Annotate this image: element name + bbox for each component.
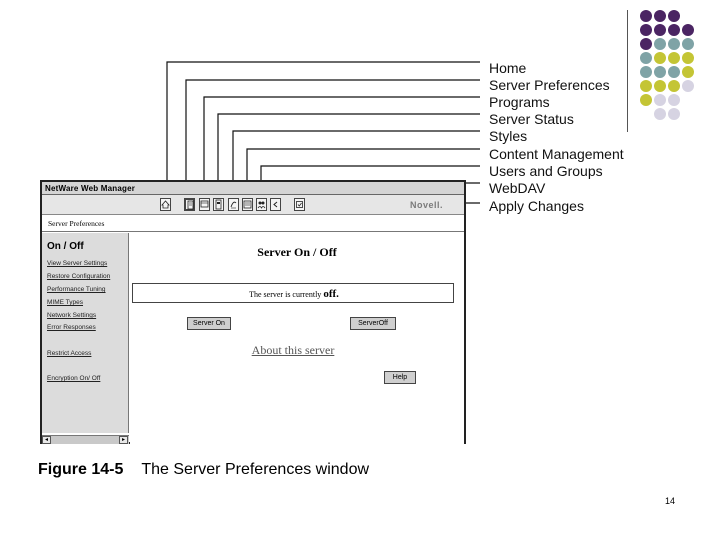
- styles-button[interactable]: [228, 198, 239, 211]
- decorative-dot: [668, 108, 680, 120]
- decorative-dot: [640, 66, 652, 78]
- callout-users-and-groups: Users and Groups: [489, 163, 603, 179]
- sidebar-link-encryption-on-off[interactable]: Encryption On/ Off: [47, 375, 101, 382]
- decorative-dot: [668, 80, 680, 92]
- webdav-icon: [273, 201, 278, 208]
- sidebar-link-view-server-settings[interactable]: View Server Settings: [47, 260, 108, 267]
- content-management-button[interactable]: [242, 198, 253, 211]
- page-label: Server Preferences: [48, 219, 105, 228]
- scroll-right-arrow-icon[interactable]: ▸: [119, 436, 128, 444]
- decorative-dot: [640, 80, 652, 92]
- sidebar-link-error-responses[interactable]: Error Responses: [47, 324, 96, 331]
- users-groups-icon: [257, 201, 266, 209]
- page-title: Server On / Off: [257, 245, 337, 259]
- callout-content-management: Content Management: [489, 146, 624, 162]
- connector-home: [166, 61, 480, 189]
- decorative-dot: [668, 52, 680, 64]
- decorative-dot: [654, 66, 666, 78]
- scroll-left-arrow-icon[interactable]: ◂: [42, 436, 51, 444]
- help-button[interactable]: Help: [384, 371, 416, 384]
- sidebar-link-restore-configuration[interactable]: Restore Configuration: [47, 273, 111, 280]
- connector-server-status: [217, 113, 480, 189]
- callout-apply-changes: Apply Changes: [489, 198, 584, 214]
- decorative-dot: [654, 94, 666, 106]
- connector-server-preferences: [185, 79, 480, 189]
- callout-server-preferences: Server Preferences: [489, 77, 610, 93]
- decorative-dot: [668, 38, 680, 50]
- programs-button[interactable]: [199, 198, 210, 211]
- status-prefix: The server is currently: [249, 290, 322, 299]
- server-preferences-icon: [187, 200, 194, 210]
- title-bar: NetWare Web Manager: [42, 182, 464, 195]
- sidebar-horizontal-scrollbar[interactable]: ◂ ▸: [42, 435, 129, 444]
- content-management-icon: [243, 200, 252, 209]
- decorative-dot: [640, 94, 652, 106]
- server-status-icon: [215, 199, 222, 210]
- server-status-button[interactable]: [213, 198, 224, 211]
- callout-programs: Programs: [489, 94, 550, 110]
- callout-home: Home: [489, 60, 527, 76]
- decorative-dot: [640, 10, 652, 22]
- connector-programs: [203, 96, 480, 189]
- server-status-text: The server is currently off.: [133, 288, 455, 300]
- decorative-dot: [682, 80, 694, 92]
- decorative-dot-grid: [640, 10, 712, 122]
- sidebar-link-restrict-access[interactable]: Restrict Access: [47, 350, 92, 357]
- sidebar-link-mime-types[interactable]: MIME Types: [47, 299, 84, 306]
- main-content: Server On / Off The server is currently …: [130, 233, 464, 444]
- decorative-dot: [654, 24, 666, 36]
- decorative-dot: [654, 38, 666, 50]
- about-server-link[interactable]: About this server: [251, 343, 335, 357]
- webdav-button[interactable]: [270, 198, 281, 211]
- figure-number: Figure 14-5: [38, 461, 124, 478]
- netware-web-manager-window: NetWare Web Manager Novell.: [40, 180, 466, 444]
- decorative-dot: [682, 66, 694, 78]
- novell-logo: Novell.: [410, 200, 444, 210]
- home-button[interactable]: [160, 198, 171, 211]
- decorative-dot: [682, 24, 694, 36]
- decorative-dot: [668, 66, 680, 78]
- decorative-dot: [654, 108, 666, 120]
- decorative-dot: [640, 52, 652, 64]
- users-and-groups-button[interactable]: [256, 198, 267, 211]
- decorative-dot: [654, 52, 666, 64]
- toolbar: Novell.: [42, 195, 464, 215]
- programs-icon: [200, 200, 209, 208]
- sidebar-link-network-settings[interactable]: Network Settings: [47, 312, 97, 319]
- server-off-button[interactable]: ServerOff: [350, 317, 396, 330]
- server-on-button[interactable]: Server On: [187, 317, 231, 330]
- decorative-dot: [682, 38, 694, 50]
- sidebar-heading: On / Off: [47, 241, 84, 252]
- decorative-dot: [640, 38, 652, 50]
- page-label-bar: Server Preferences: [42, 215, 464, 232]
- app-title: NetWare Web Manager: [45, 184, 136, 193]
- decorative-dot: [682, 52, 694, 64]
- status-value: off.: [323, 288, 339, 300]
- decorative-dot: [654, 10, 666, 22]
- sidebar-link-performance-tuning[interactable]: Performance Tuning: [47, 286, 106, 293]
- apply-changes-button[interactable]: [294, 198, 305, 211]
- page-number: 14: [665, 496, 676, 506]
- callout-webdav: WebDAV: [489, 180, 546, 196]
- decorative-dot: [654, 80, 666, 92]
- decorative-dot: [668, 24, 680, 36]
- decorative-dot: [640, 24, 652, 36]
- server-status-box: The server is currently off.: [132, 283, 454, 303]
- apply-changes-icon: [296, 201, 303, 208]
- decorative-dot: [668, 94, 680, 106]
- home-icon: [161, 200, 170, 209]
- decorative-dot: [668, 10, 680, 22]
- decorative-divider: [627, 10, 628, 132]
- figure-title: The Server Preferences window: [141, 461, 370, 478]
- callout-server-status: Server Status: [489, 111, 574, 127]
- figure-caption: Figure 14-5 The Server Preferences window: [38, 461, 369, 479]
- sidebar: On / Off View Server Settings Restore Co…: [42, 233, 129, 433]
- server-preferences-button[interactable]: [184, 198, 195, 211]
- styles-icon: [230, 201, 237, 209]
- callout-styles: Styles: [489, 128, 528, 144]
